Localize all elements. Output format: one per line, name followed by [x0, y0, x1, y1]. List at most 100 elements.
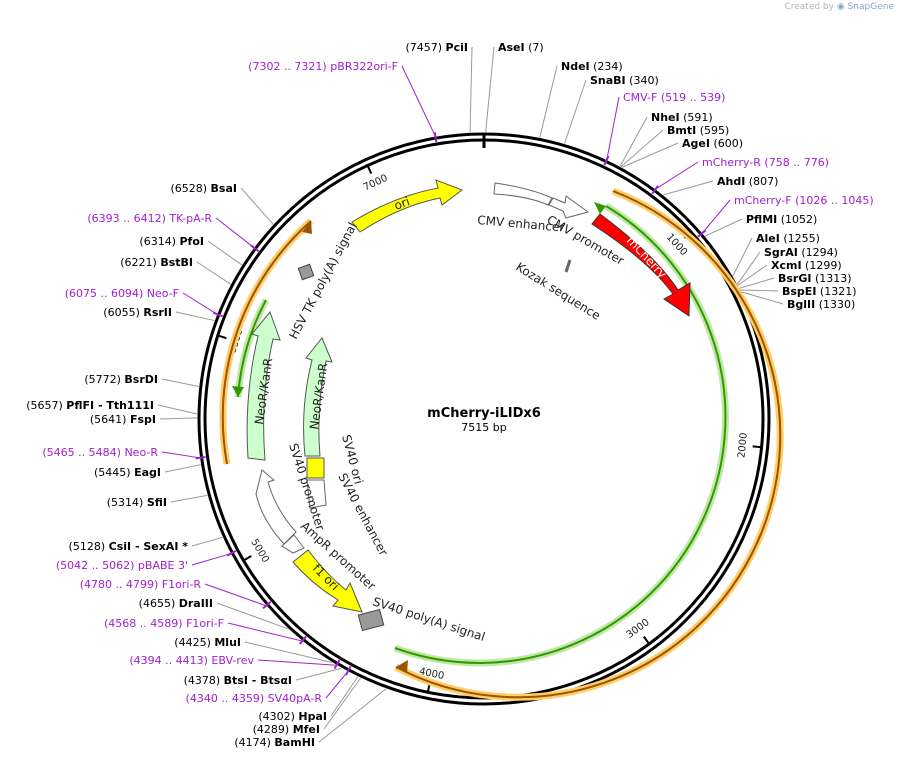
restriction-site-label: (5445) EagI	[94, 466, 161, 479]
feature-kozak-sequence	[564, 259, 572, 273]
site-position: (7457)	[405, 41, 445, 54]
site-name: CMV-F	[623, 91, 657, 104]
site-position: (4302)	[258, 710, 298, 723]
feature-sv40-polya-label: SV40 poly(A) signal	[371, 595, 487, 645]
watermark-brand: SnapGene	[847, 2, 894, 12]
primer-binding-mark	[250, 244, 260, 252]
primer-leader-line	[655, 161, 699, 190]
site-leader-line	[216, 602, 289, 630]
restriction-site-label: (6528) BsaI	[170, 182, 237, 195]
site-leader-line	[175, 311, 215, 322]
primer-leader-line	[215, 217, 255, 248]
site-name: SnaBI	[590, 74, 626, 87]
site-position: (519 .. 539)	[657, 91, 725, 104]
primer-binding-mark	[195, 456, 206, 460]
site-name: XcmI	[771, 259, 802, 272]
feature-kozak-label: Kozak sequence	[513, 260, 603, 323]
restriction-site-label: (4174) BamHI	[234, 736, 315, 749]
restriction-site-label: AhdI (807)	[717, 175, 778, 188]
orf-arrowhead-left-orange	[302, 221, 312, 234]
restriction-site-label: (4425) MluI	[174, 636, 241, 649]
site-name: NdeI	[561, 60, 590, 73]
orf-arrowhead-orange	[396, 660, 408, 673]
orf-arrowhead-green	[594, 202, 606, 214]
site-position: (4780 .. 4799)	[80, 578, 162, 591]
restriction-site-label: (6314) PfoI	[139, 235, 204, 248]
site-position: (1255)	[780, 232, 820, 245]
primer-binding-mark	[262, 601, 272, 610]
primer-binding-mark	[651, 185, 659, 195]
site-position: (595)	[696, 124, 729, 137]
restriction-site-label: (4289) MfeI	[253, 723, 320, 736]
site-name: HpaI	[298, 710, 327, 723]
site-leader-line	[620, 129, 664, 168]
primer-leader-line	[401, 65, 436, 137]
primer-label: (4568 .. 4589) F1ori-F	[104, 617, 224, 630]
feature-cmv-enhancer	[493, 182, 553, 206]
site-position: (4655)	[139, 597, 179, 610]
site-name: EagI	[134, 466, 161, 479]
site-name: PflMI	[746, 213, 777, 226]
feature-cmv-promoter-label: CMV promoter	[545, 212, 627, 267]
site-name: PfoI	[180, 235, 205, 248]
primer-label: (4780 .. 4799) F1ori-R	[80, 578, 202, 591]
site-position: (6075 .. 6094)	[65, 287, 147, 300]
site-position: (600)	[710, 137, 743, 150]
site-leader-line	[663, 180, 714, 196]
site-position: (5128)	[69, 540, 109, 553]
primer-leader-line	[182, 292, 218, 315]
site-position: (758 .. 776)	[761, 156, 829, 169]
site-name: F1ori-R	[162, 578, 202, 591]
site-position: (7302 .. 7321)	[248, 60, 330, 73]
feature-neor-kanr-inner	[303, 337, 333, 457]
primer-binding-mark	[212, 311, 223, 318]
site-leader-line	[207, 240, 243, 266]
site-name: SV40pA-R	[268, 692, 323, 705]
site-leader-line	[619, 116, 648, 167]
feature-sv40-enhancer-label: SV40 enhancer	[335, 471, 390, 558]
site-name: MfeI	[293, 723, 320, 736]
site-position: (234)	[590, 60, 623, 73]
site-name: MluI	[214, 636, 241, 649]
site-name: mCherry-F	[734, 194, 792, 207]
site-leader-line	[732, 237, 753, 277]
primer-leader-line	[257, 659, 337, 666]
scale-tick-mark	[217, 334, 227, 340]
site-name: BsrDI	[124, 373, 158, 386]
site-position: (6393 .. 6412)	[87, 212, 169, 225]
primer-leader-line	[606, 96, 620, 160]
site-position: (1052)	[777, 213, 817, 226]
site-name: AleI	[756, 232, 780, 245]
site-name: SgrAI	[764, 246, 798, 259]
feature-sv40-enhancer	[306, 479, 327, 509]
restriction-site-label: BmtI (595)	[667, 124, 729, 137]
restriction-site-label: (6221) BstBI	[120, 256, 193, 269]
feature-sv40-polya	[357, 608, 385, 632]
scale-tick-mark	[366, 165, 373, 175]
watermark: Created by ◉ SnapGene	[784, 2, 894, 12]
primer-label: (4340 .. 4359) SV40pA-R	[186, 692, 323, 705]
site-position: (340)	[626, 74, 659, 87]
scale-tick-label: 7000	[362, 173, 390, 194]
primer-binding-mark	[433, 132, 438, 143]
primer-leader-line	[702, 199, 731, 234]
site-position: (6221)	[120, 256, 160, 269]
orf-arc-green-outline	[393, 203, 729, 667]
site-name: Neo-R	[124, 446, 158, 459]
site-name: BamHI	[274, 736, 315, 749]
restriction-site-label: (4655) DraIII	[139, 597, 213, 610]
site-leader-line	[740, 289, 779, 292]
restriction-site-label: NheI (591)	[651, 111, 713, 124]
site-name: pBABE 3'	[138, 559, 188, 572]
primer-binding-mark	[333, 659, 341, 670]
site-leader-line	[485, 46, 495, 133]
site-leader-line	[191, 536, 223, 547]
site-leader-line	[318, 688, 387, 743]
site-name: AhdI	[717, 175, 745, 188]
site-name: PciI	[446, 41, 468, 54]
site-name: NheI	[651, 111, 680, 124]
feature-neor-kanr-outer	[246, 310, 281, 461]
scale-tick-label: 5000	[248, 537, 270, 565]
site-leader-line	[157, 404, 198, 415]
